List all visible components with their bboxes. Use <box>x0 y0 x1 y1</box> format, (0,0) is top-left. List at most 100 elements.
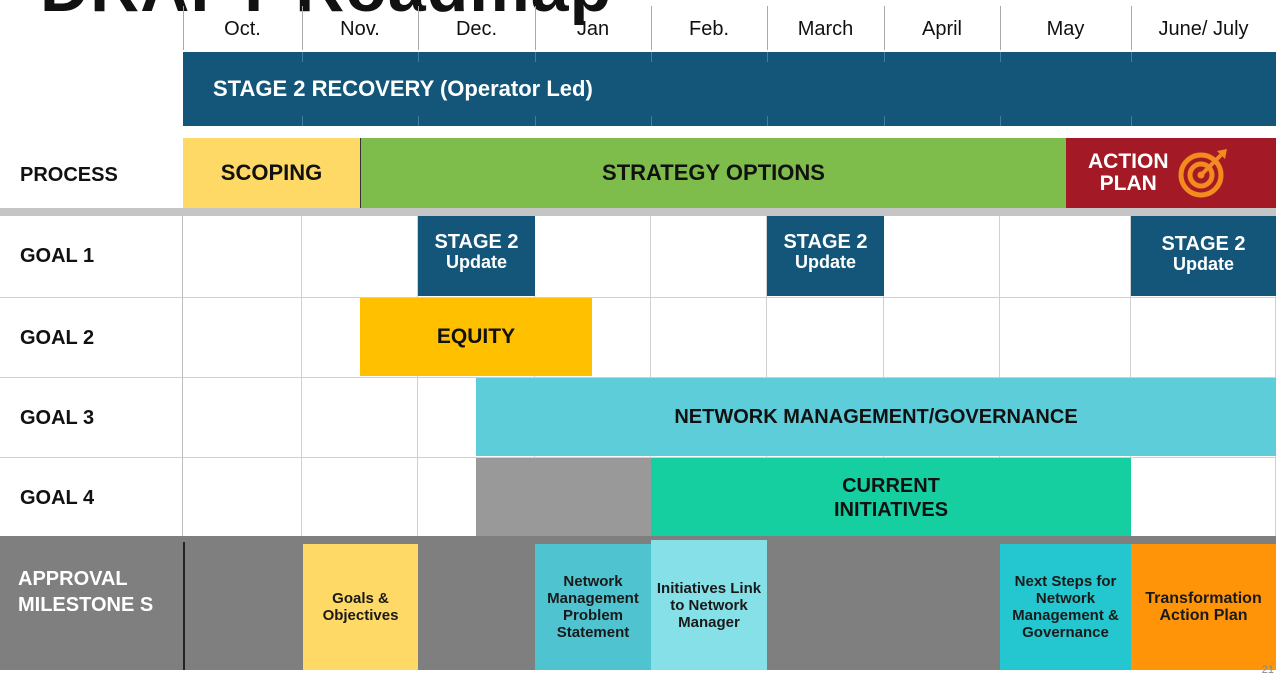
banner-tick <box>535 52 536 62</box>
update-title: STAGE 2 <box>1161 233 1246 255</box>
month-label: April <box>921 18 962 40</box>
month-label: Nov. <box>340 18 380 40</box>
month-label: May <box>1046 18 1085 40</box>
month-label: Jan <box>576 18 610 40</box>
grid-cell <box>302 378 418 458</box>
grid-cell <box>1131 458 1276 538</box>
stage-2-recovery-label: STAGE 2 RECOVERY (Operator Led) <box>213 76 593 101</box>
grid-cell <box>1131 298 1276 378</box>
month-divider <box>767 6 768 50</box>
milestone-label: Transformation Action Plan <box>1145 590 1262 624</box>
equity-label: EQUITY <box>436 325 516 348</box>
current-initiatives-bar: CURRENT INITIATIVES <box>651 458 1131 538</box>
grid-cell <box>884 298 1000 378</box>
month-divider <box>302 6 303 50</box>
banner-tick <box>1000 116 1001 126</box>
month-divider <box>884 6 885 50</box>
goal-1-update-june: STAGE 2 Update <box>1131 216 1276 296</box>
milestone-initiatives-link: Initiatives Link to Network Manager <box>651 540 767 670</box>
grid-cell <box>1000 298 1131 378</box>
grid-cell <box>767 298 884 378</box>
network-management-bar: NETWORK MANAGEMENT/GOVERNANCE <box>476 378 1276 456</box>
grid-cell <box>183 298 302 378</box>
scoping-bar: SCOPING <box>183 138 360 208</box>
page-number: 21 <box>1261 664 1274 676</box>
current-initiatives-label: CURRENT INITIATIVES <box>833 475 949 521</box>
grid-cell <box>183 216 302 298</box>
milestone-label: Goals & Objectives <box>322 590 399 624</box>
month-label: March <box>797 18 854 40</box>
milestone-label: Initiatives Link to Network Manager <box>656 579 762 631</box>
process-divider <box>0 208 1276 216</box>
milestone-next-steps: Next Steps for Network Management & Gove… <box>1000 544 1131 670</box>
grid-cell <box>183 378 302 458</box>
milestone-label: Network Management Problem Statement <box>547 573 639 641</box>
grid-cell <box>535 216 651 298</box>
grid-cell <box>651 216 767 298</box>
goal-4-gray-block <box>476 458 651 538</box>
strategy-options-bar: STRATEGY OPTIONS <box>360 138 1066 208</box>
month-divider <box>183 6 184 50</box>
month-divider <box>1131 6 1132 50</box>
banner-tick <box>302 116 303 126</box>
month-divider <box>651 6 652 50</box>
row-label-goal-1: GOAL 1 <box>20 244 95 267</box>
month-label: Oct. <box>224 18 261 40</box>
banner-tick <box>767 116 768 126</box>
month-divider <box>535 6 536 50</box>
row-label-goal-2: GOAL 2 <box>20 326 95 349</box>
banner-tick <box>418 116 419 126</box>
grid-cell <box>884 216 1000 298</box>
stage-2-recovery-banner: STAGE 2 RECOVERY (Operator Led) <box>183 52 1276 126</box>
banner-tick <box>767 52 768 62</box>
milestone-goals-objectives: Goals & Objectives <box>303 544 418 670</box>
equity-bar: EQUITY <box>360 298 592 376</box>
banner-tick <box>1000 52 1001 62</box>
milestone-problem-statement: Network Management Problem Statement <box>535 544 651 670</box>
scoping-label: SCOPING <box>220 160 323 185</box>
banner-tick <box>884 116 885 126</box>
milestone-label: Next Steps for Network Management & Gove… <box>1012 573 1119 641</box>
row-divider <box>0 377 1276 378</box>
update-title: STAGE 2 <box>783 231 868 253</box>
row-label-process: PROCESS <box>20 163 118 186</box>
grid-cell <box>183 458 302 538</box>
goal-1-update-march: STAGE 2 Update <box>767 216 884 296</box>
banner-tick <box>651 52 652 62</box>
banner-tick <box>418 52 419 62</box>
month-label: Dec. <box>455 18 498 40</box>
milestone-transformation: Transformation Action Plan <box>1131 544 1276 670</box>
banner-tick <box>884 52 885 62</box>
row-divider <box>0 457 1276 458</box>
approval-divider <box>183 542 185 670</box>
action-plan-line2: PLAN <box>1099 172 1157 195</box>
banner-tick <box>302 52 303 62</box>
update-title: STAGE 2 <box>434 231 519 253</box>
label-column-divider <box>182 216 183 538</box>
grid-cell <box>302 458 418 538</box>
update-subtitle: Update <box>445 252 507 272</box>
month-label: Feb. <box>688 18 730 40</box>
strategy-options-label: STRATEGY OPTIONS <box>602 160 825 185</box>
grid-cell <box>651 298 767 378</box>
row-label-approval: APPROVAL MILESTONE S <box>18 568 154 616</box>
target-arrow-icon <box>1178 149 1227 198</box>
month-label: June/ July <box>1158 18 1249 40</box>
banner-tick <box>1131 52 1132 62</box>
grid-cell <box>1000 216 1131 298</box>
banner-tick <box>535 116 536 126</box>
banner-tick <box>1131 116 1132 126</box>
goal-1-update-dec: STAGE 2 Update <box>418 216 535 296</box>
row-label-goal-4: GOAL 4 <box>20 486 95 509</box>
banner-tick <box>651 116 652 126</box>
update-subtitle: Update <box>794 252 856 272</box>
grid-cell <box>302 216 418 298</box>
row-label-goal-3: GOAL 3 <box>20 406 95 429</box>
action-plan-line1: ACTION <box>1088 150 1169 173</box>
network-management-label: NETWORK MANAGEMENT/GOVERNANCE <box>674 405 1078 428</box>
month-divider <box>1000 6 1001 50</box>
update-subtitle: Update <box>1172 254 1234 274</box>
row-divider <box>0 297 1276 298</box>
slide-title: DRAFT Roadmap <box>40 0 612 22</box>
